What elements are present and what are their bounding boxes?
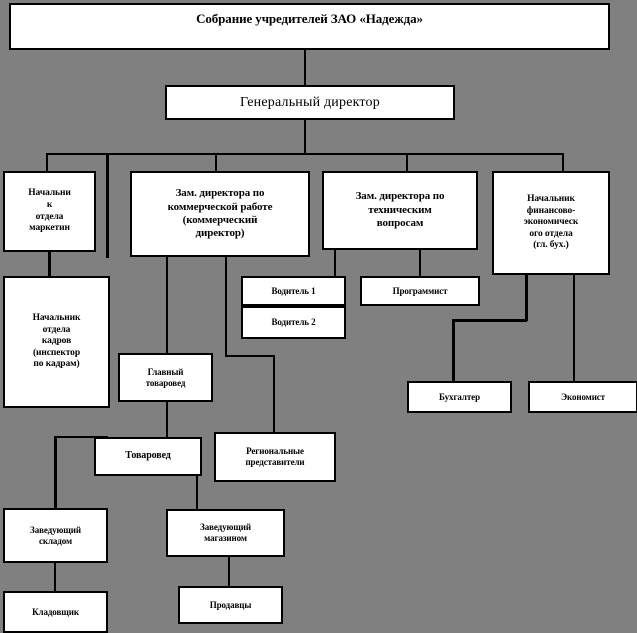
node-commercial-deputy-line2: коммерческой работе	[167, 200, 273, 213]
connector-commercial-to-reps-v1	[225, 257, 227, 356]
connector-bus-drop-marketing	[46, 153, 48, 171]
node-driver-2-label: Водитель 2	[271, 317, 316, 328]
node-programmer[interactable]: Программист	[360, 276, 480, 306]
node-storekeeper[interactable]: Кладовщик	[3, 591, 108, 633]
connector-bus-drop-commercial	[215, 153, 217, 171]
node-marketing-head-line2: к	[46, 199, 53, 210]
node-finance-head-line4: ого отдела	[529, 228, 573, 239]
node-technical-deputy-line3: вопросам	[376, 217, 424, 230]
node-hr-head-line3: кадров	[41, 336, 72, 347]
node-driver-2[interactable]: Водитель 2	[241, 306, 346, 339]
node-marketing-head-line3: отдела	[35, 211, 64, 222]
connector-finance-to-accountant-v2	[452, 319, 455, 381]
connector-technical-to-drivers	[334, 250, 336, 276]
node-economist-label: Экономист	[560, 391, 606, 402]
node-hr-head[interactable]: Начальник отдела кадров (инспектор по ка…	[3, 276, 110, 408]
node-driver-1[interactable]: Водитель 1	[241, 276, 346, 306]
connector-finance-to-accountant-h	[452, 319, 527, 322]
node-finance-head-line5: (гл. бух.)	[533, 240, 569, 251]
node-marketing-head-line4: маркетин	[29, 223, 70, 234]
node-commercial-deputy[interactable]: Зам. директора по коммерческой работе (к…	[130, 171, 310, 257]
node-technical-deputy-line2: техническим	[368, 203, 432, 216]
node-finance-head[interactable]: Начальник финансово- экономическ ого отд…	[492, 171, 610, 275]
node-chief-merchandiser[interactable]: Главный товаровед	[118, 353, 213, 402]
node-technical-deputy[interactable]: Зам. директора по техническим вопросам	[322, 171, 478, 250]
node-finance-head-line1: Начальник	[527, 194, 575, 205]
node-commercial-deputy-line1: Зам. директора по	[175, 187, 265, 200]
node-chief-merchandiser-line1: Главный	[147, 366, 184, 377]
connector-commercial-to-chief-merch	[166, 257, 168, 353]
node-hr-head-line4: (инспектор	[32, 347, 81, 358]
node-sellers-label: Продавцы	[209, 599, 252, 610]
node-programmer-label: Программист	[392, 285, 448, 296]
node-warehouse-manager-line2: складом	[38, 535, 73, 546]
node-store-manager[interactable]: Заведующий магазином	[166, 509, 285, 557]
node-hr-head-line5: по кадрам)	[33, 359, 80, 370]
node-finance-head-line2: финансово-	[526, 205, 576, 216]
node-marketing-head-line1: Начальни	[28, 188, 71, 199]
connector-bus-drop-hr-spine	[106, 153, 109, 258]
node-warehouse-manager[interactable]: Заведующий складом	[3, 508, 108, 563]
node-storekeeper-label: Кладовщик	[32, 606, 79, 617]
connector-warehouse-to-storekeeper	[54, 563, 56, 591]
node-hr-head-line1: Начальник	[32, 313, 81, 324]
node-marketing-head[interactable]: Начальни к отдела маркетин	[3, 171, 96, 252]
node-general-director[interactable]: Генеральный директор	[165, 85, 455, 120]
connector-merch-to-warehouse-h	[55, 436, 108, 438]
node-store-manager-line1: Заведующий	[200, 522, 251, 533]
node-regional-reps-line1: Региональные	[246, 446, 304, 457]
node-merchandiser-label: Товаровед	[125, 450, 171, 462]
connector-finance-to-accountant-v1	[525, 275, 528, 321]
node-merchandiser[interactable]: Товаровед	[94, 437, 202, 476]
connector-technical-to-programmer	[419, 250, 421, 276]
connector-commercial-to-reps-v2	[273, 355, 275, 432]
connector-level2-bus	[46, 153, 564, 155]
connector-bus-drop-finance	[562, 153, 564, 171]
connector-founders-to-gendir	[304, 50, 306, 85]
node-finance-head-line3: экономическ	[523, 217, 579, 228]
connector-store-to-sellers	[228, 557, 230, 586]
connector-merch-to-store	[196, 476, 198, 509]
connector-marketing-to-hr	[48, 252, 51, 276]
node-driver-1-label: Водитель 1	[271, 285, 316, 296]
node-store-manager-line2: магазином	[204, 533, 247, 543]
node-accountant-label: Бухгалтер	[439, 391, 480, 402]
node-founders-meeting[interactable]: Собрание учредителей ЗАО «Надежда»	[9, 3, 610, 50]
node-commercial-deputy-line4: директор)	[195, 227, 245, 240]
node-economist[interactable]: Экономист	[528, 381, 637, 413]
connector-chief-merch-to-merch	[166, 402, 168, 437]
connector-merch-to-warehouse-v	[54, 436, 57, 508]
connector-finance-to-economist	[573, 275, 575, 381]
node-chief-merchandiser-line2: товаровед	[145, 377, 186, 388]
node-hr-head-line2: отдела	[42, 324, 71, 335]
node-commercial-deputy-line3: (коммерческий	[182, 214, 258, 226]
node-regional-reps[interactable]: Региональные представители	[214, 432, 336, 482]
node-regional-reps-line2: представители	[245, 457, 305, 467]
connector-bus-drop-technical	[406, 153, 408, 171]
node-founders-meeting-label: Собрание учредителей ЗАО «Надежда»	[196, 11, 423, 26]
node-general-director-label: Генеральный директор	[240, 94, 380, 110]
connector-gendir-to-bus	[304, 120, 306, 155]
node-technical-deputy-line1: Зам. директора по	[355, 190, 445, 203]
node-warehouse-manager-line1: Заведующий	[30, 524, 81, 535]
node-accountant[interactable]: Бухгалтер	[407, 381, 512, 413]
node-sellers[interactable]: Продавцы	[178, 586, 283, 624]
connector-commercial-to-reps-h	[225, 355, 275, 357]
